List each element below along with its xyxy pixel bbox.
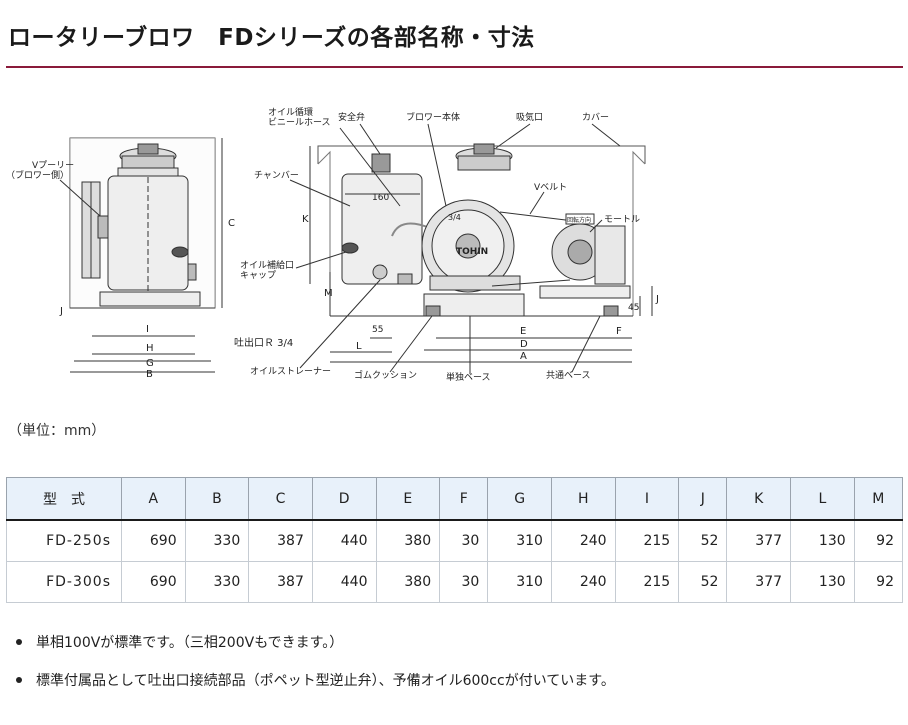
label-v-belt: Vベルト (534, 183, 567, 193)
label-discharge: 吐出口Ｒ 3/4 (234, 336, 293, 349)
label-motor: モートル (604, 215, 640, 225)
cell-b: 330 (184, 561, 250, 603)
size-mark: 3/4 (448, 213, 461, 222)
cell-d: 440 (311, 520, 377, 562)
label-cover: カバー (582, 112, 609, 123)
dim-label-a: A (520, 351, 527, 362)
header-f: F (439, 477, 489, 521)
label-strainer: オイルストレーナー (250, 366, 331, 377)
label-intake: 吸気口 (516, 111, 543, 123)
cell-i: 215 (614, 520, 680, 562)
label-cushion: ゴムクッション (354, 369, 417, 381)
cell-model: FD-250s (6, 520, 122, 562)
header-l: L (790, 477, 855, 521)
header-d: D (311, 477, 377, 521)
dim-160: 160 (372, 193, 389, 203)
cell-g: 310 (487, 520, 552, 562)
dim-label-j-left: J (59, 306, 63, 317)
header-b: B (184, 477, 250, 521)
table-header-row: 型 式 A B C D E F G H I J K L M (6, 477, 904, 521)
front-view: 160 TOHIN 3/4 回転方向 (234, 106, 659, 383)
label-common-base: 共通ベース (546, 370, 591, 381)
label-v-pulley-1: Vプーリー (32, 160, 74, 171)
note-text: 単相100Vが標準です。（三相200Vもできます。） (36, 635, 344, 651)
label-chamber: チャンバー (254, 170, 299, 181)
header-model: 型 式 (6, 477, 122, 521)
dim-label-h: H (146, 343, 154, 354)
cell-k: 377 (726, 561, 792, 603)
table-row: FD-300s 690 330 387 440 380 30 310 240 2… (6, 561, 904, 603)
blower-diagram: C I H G B J Vプーリー （ブロワー側） 160 (6, 106, 659, 383)
header-a: A (121, 477, 186, 521)
header-k: K (726, 477, 792, 521)
header-h: H (550, 477, 616, 521)
dim-label-e: E (520, 326, 526, 337)
list-item: 標準付属品として吐出口接続部品（ポペット型逆止弁）、予備オイル600ccが付いて… (16, 670, 615, 690)
label-oil-hose-2: ビニールホース (268, 117, 331, 128)
cell-h: 240 (550, 561, 616, 603)
bullet-icon (16, 677, 22, 683)
cell-f: 30 (439, 561, 489, 603)
dim-label-i: I (146, 324, 149, 335)
dim-label-f: F (616, 326, 622, 337)
header-c: C (248, 477, 313, 521)
dim-label-d: D (520, 339, 528, 350)
dim-45: 45 (628, 303, 639, 313)
cell-d: 440 (311, 561, 377, 603)
dim-label-k: K (302, 214, 309, 225)
dim-label-b: B (146, 369, 153, 380)
header-i: I (614, 477, 680, 521)
label-v-pulley-2: （ブロワー側） (6, 169, 69, 181)
dim-label-m: M (324, 288, 333, 299)
cell-l: 130 (790, 520, 855, 562)
dim-label-g: G (146, 358, 154, 369)
title-divider (6, 66, 903, 68)
dim-label-j-right: J (655, 294, 659, 305)
label-safety-valve: 安全弁 (338, 111, 365, 123)
label-blower-body: ブロワー本体 (406, 111, 460, 123)
cell-j: 52 (678, 520, 728, 562)
cell-a: 690 (121, 520, 186, 562)
note-text: 標準付属品として吐出口接続部品（ポペット型逆止弁）、予備オイル600ccが付いて… (36, 673, 615, 689)
cell-l: 130 (790, 561, 855, 603)
cell-i: 215 (614, 561, 680, 603)
cell-c: 387 (248, 561, 313, 603)
side-view: C I H G B J Vプーリー （ブロワー側） (6, 137, 235, 380)
cell-a: 690 (121, 561, 186, 603)
spec-table: 型 式 A B C D E F G H I J K L M FD-250s 69… (6, 477, 904, 603)
cell-e: 380 (375, 520, 441, 562)
label-oil-hose-1: オイル循環 (268, 106, 313, 118)
notes-list: 単相100Vが標準です。（三相200Vもできます。） 標準付属品として吐出口接続… (16, 632, 615, 708)
dim-label-c: C (228, 218, 235, 229)
header-j: J (678, 477, 728, 521)
cell-e: 380 (375, 561, 441, 603)
unit-note: （単位：mm） (8, 423, 106, 439)
dim-label-l: L (356, 341, 362, 352)
cell-m: 92 (853, 561, 904, 603)
dim-55: 55 (372, 325, 383, 335)
label-oil-cap-2: キャップ (240, 270, 276, 281)
cell-model: FD-300s (6, 561, 122, 603)
bullet-icon (16, 639, 22, 645)
label-oil-cap-1: オイル補給口 (240, 259, 294, 271)
cell-b: 330 (184, 520, 250, 562)
label-single-base: 単独ベース (446, 371, 491, 383)
cell-k: 377 (726, 520, 792, 562)
cell-f: 30 (439, 520, 489, 562)
header-m: M (853, 477, 904, 521)
label-rotation: 回転方向 (567, 216, 591, 224)
brand-mark: TOHIN (456, 247, 488, 257)
list-item: 単相100Vが標準です。（三相200Vもできます。） (16, 632, 615, 652)
table-row: FD-250s 690 330 387 440 380 30 310 240 2… (6, 520, 904, 562)
page-title: ロータリーブロワ FDシリーズの各部名称・寸法 (8, 25, 535, 51)
header-g: G (487, 477, 552, 521)
cell-h: 240 (550, 520, 616, 562)
header-e: E (375, 477, 441, 521)
cell-m: 92 (853, 520, 904, 562)
cell-g: 310 (487, 561, 552, 603)
cell-j: 52 (678, 561, 728, 603)
cell-c: 387 (248, 520, 313, 562)
